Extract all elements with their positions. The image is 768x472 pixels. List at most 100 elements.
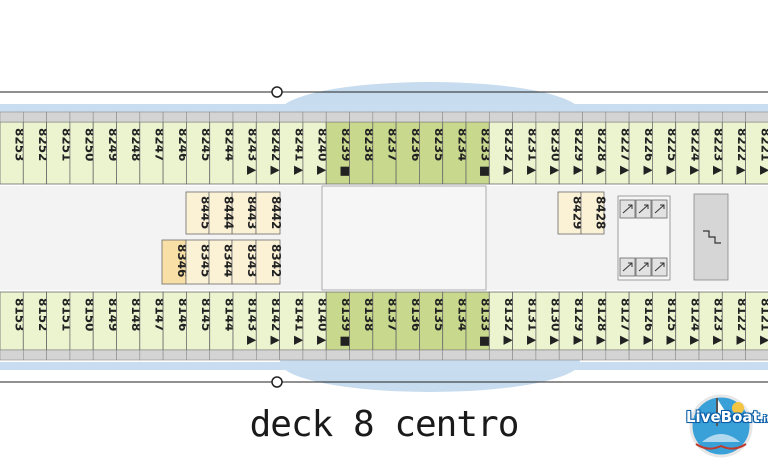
cabin-8152[interactable]: 8152 (22, 291, 50, 361)
elevator-icon (619, 199, 636, 219)
cabin-8238[interactable]: 8238 (349, 111, 377, 185)
cabin-8129[interactable]: 8129 ▲ (558, 291, 586, 361)
deck-title: deck 8 centro (249, 404, 520, 445)
cabin-8248[interactable]: 8248 (116, 111, 144, 185)
cabin-8231[interactable]: 8231 ▲ (512, 111, 540, 185)
cabin-8127[interactable]: 8127 ▲ (605, 291, 633, 361)
elevator-icon (651, 257, 668, 277)
cabin-8235[interactable]: 8235 (418, 111, 446, 185)
cabin-8153[interactable]: 8153 (0, 291, 27, 361)
cabin-8342[interactable]: 8342 (255, 239, 283, 285)
cabin-8126[interactable]: 8126 ▲ (628, 291, 656, 361)
cabin-8221[interactable]: 8221 ▲ (745, 111, 768, 185)
cabin-8228[interactable]: 8228 ▲ (582, 111, 610, 185)
cabin-8234[interactable]: 8234 (442, 111, 470, 185)
cabin-8245[interactable]: 8245 (185, 111, 213, 185)
cabin-8148[interactable]: 8148 (116, 291, 144, 361)
hull-band-bottom (0, 362, 768, 370)
cabin-8232[interactable]: 8232 ▲ (488, 111, 516, 185)
cabin-8246[interactable]: 8246 (162, 111, 190, 185)
cabin-8226[interactable]: 8226 ▲ (628, 111, 656, 185)
cabin-8223[interactable]: 8223 ▲ (698, 111, 726, 185)
elevator-icon (619, 257, 636, 277)
cabin-8134[interactable]: 8134 (442, 291, 470, 361)
cabin-8135[interactable]: 8135 (418, 291, 446, 361)
cabin-8230[interactable]: 8230 ▲ (535, 111, 563, 185)
cabin-8140[interactable]: 8140 ▲ (302, 291, 330, 361)
cabin-8345[interactable]: 8345 (185, 239, 213, 285)
cabin-8136[interactable]: 8136 (395, 291, 423, 361)
cabin-label: 8443 (245, 196, 259, 229)
cabin-8239[interactable]: 8239 ■ (325, 111, 353, 185)
cabin-8124[interactable]: 8124 ▲ (675, 291, 703, 361)
cabin-8125[interactable]: 8125 ▲ (652, 291, 679, 361)
cabin-label: 8428 (594, 196, 608, 229)
cabin-8252[interactable]: 8252 (22, 111, 50, 185)
cabin-8247[interactable]: 8247 (139, 111, 167, 185)
cabin-8141[interactable]: 8141 ▲ (279, 291, 307, 361)
cabin-8121[interactable]: 8121 ▲ (745, 291, 768, 361)
cabin-8229[interactable]: 8229 ▲ (558, 111, 586, 185)
cabin-8150[interactable]: 8150 (69, 291, 97, 361)
cabin-8244[interactable]: 8244 (209, 111, 237, 185)
cabin-8250[interactable]: 8250 (69, 111, 97, 185)
cabin-8133[interactable]: 8133 ■ (465, 291, 493, 361)
cabin-8138[interactable]: 8138 (349, 291, 377, 361)
cabin-8130[interactable]: 8130 ▲ (535, 291, 563, 361)
cabin-8445[interactable]: 8445 (185, 191, 213, 235)
cabin-8151[interactable]: 8151 (46, 291, 74, 361)
cabin-8249[interactable]: 8249 (92, 111, 120, 185)
cabin-label: 8444 (222, 196, 236, 229)
cabin-8343[interactable]: 8343 (231, 239, 259, 285)
cabin-8224[interactable]: 8224 ▲ (675, 111, 703, 185)
cabin-8227[interactable]: 8227 ▲ (605, 111, 633, 185)
axis-marker-bottom (271, 376, 283, 388)
cabin-8237[interactable]: 8237 (372, 111, 400, 185)
cabin-8428[interactable]: 8428 (580, 191, 608, 235)
cabin-8122[interactable]: 8122 ▲ (721, 291, 749, 361)
cabin-8139[interactable]: 8139 ■ (325, 291, 353, 361)
cabin-8444[interactable]: 8444 (208, 191, 236, 235)
cabin-8344[interactable]: 8344 (208, 239, 236, 285)
cabin-label: 8442 (269, 196, 283, 229)
cabin-8132[interactable]: 8132 ▲ (488, 291, 516, 361)
cabin-8236[interactable]: 8236 (395, 111, 423, 185)
cabin-8251[interactable]: 8251 (46, 111, 74, 185)
cabin-8222[interactable]: 8222 ▲ (721, 111, 749, 185)
cabin-8233[interactable]: 8233 ■ (465, 111, 493, 185)
cabin-8123[interactable]: 8123 ▲ (698, 291, 726, 361)
cabin-8144[interactable]: 8144 (209, 291, 237, 361)
cabin-8147[interactable]: 8147 (139, 291, 167, 361)
cabin-8243[interactable]: 8243 ▲ (232, 111, 260, 185)
cabin-8128[interactable]: 8128 ▲ (582, 291, 610, 361)
cabin-8346[interactable]: 8346 (161, 239, 189, 285)
cabin-8429[interactable]: 8429 (557, 191, 585, 235)
cabin-8146[interactable]: 8146 (162, 291, 190, 361)
cabin-8253[interactable]: 8253 (0, 111, 27, 185)
cabin-8442[interactable]: 8442 (255, 191, 283, 235)
cabin-label: 8221 ▲ (758, 128, 768, 176)
cabin-8242[interactable]: 8242 ▲ (255, 111, 283, 185)
cabin-8241[interactable]: 8241 ▲ (279, 111, 307, 185)
atrium-void (321, 185, 487, 291)
cabin-8143[interactable]: 8143 ▲ (232, 291, 260, 361)
cabin-8131[interactable]: 8131 ▲ (512, 291, 540, 361)
hull-band-top (0, 104, 768, 112)
cabin-8137[interactable]: 8137 (372, 291, 400, 361)
cabin-label: 8346 (175, 244, 189, 277)
cabin-8240[interactable]: 8240 ▲ (302, 111, 330, 185)
cabin-8443[interactable]: 8443 (231, 191, 259, 235)
elevator-bank (617, 195, 671, 281)
cabin-8225[interactable]: 8225 ▲ (652, 111, 679, 185)
liveboat-logo: LiveBoat.it (678, 386, 768, 466)
axis-marker-top (271, 86, 283, 98)
cabin-label: 8121 ▲ (758, 298, 768, 346)
elevator-icon (635, 257, 652, 277)
cabin-8149[interactable]: 8149 (92, 291, 120, 361)
cabin-8145[interactable]: 8145 (185, 291, 213, 361)
cabin-8142[interactable]: 8142 ▲ (255, 291, 283, 361)
